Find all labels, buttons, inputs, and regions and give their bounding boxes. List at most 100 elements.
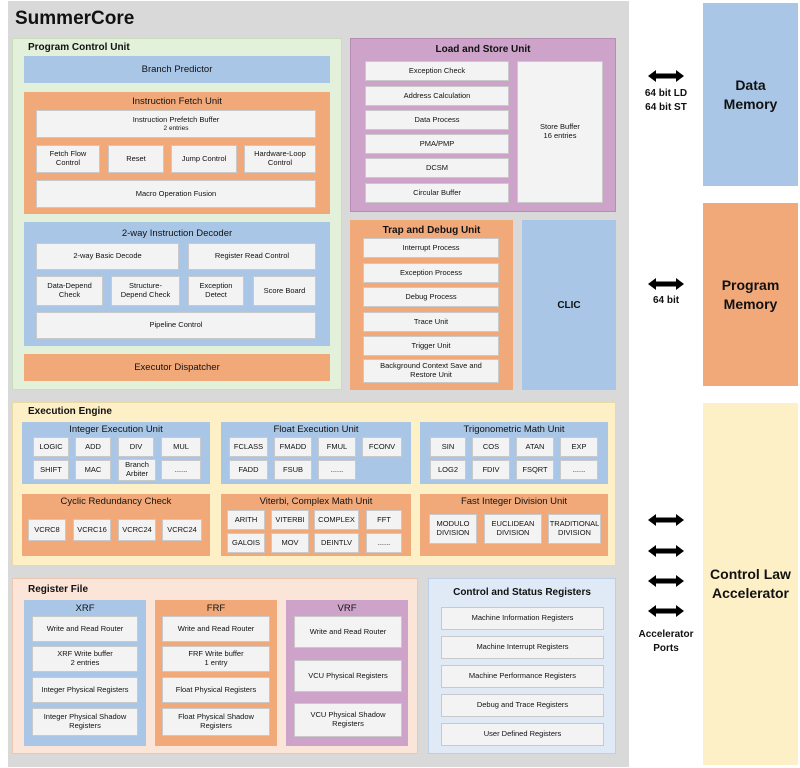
program-memory-l2: Memory <box>723 295 778 312</box>
modulo-l2: DIVISION <box>436 528 470 537</box>
xrf-sh-l2: Registers <box>69 721 101 730</box>
accel-port-arrow-icon <box>648 514 684 526</box>
data-bus-arrow-icon <box>648 70 684 82</box>
vit-complex: COMPLEX <box>314 510 359 530</box>
prefetch-sub: 2 entries <box>163 124 189 132</box>
bg-l1: Background Context Save and <box>380 361 482 371</box>
flt-fadd: FADD <box>229 460 268 480</box>
crc-vcrc16: VCRC16 <box>73 519 111 541</box>
tdu-debug-process: Debug Process <box>363 287 499 307</box>
flt-fconv: FCONV <box>362 437 402 457</box>
vrf-physical: VCU Physical Registers <box>294 660 402 692</box>
score-board: Score Board <box>253 276 316 306</box>
vrf-router: Write and Read Router <box>294 616 402 648</box>
vit-galois: GALOIS <box>227 533 265 553</box>
data-memory: Data Memory <box>703 3 798 186</box>
int-shift: SHIFT <box>33 460 69 480</box>
xrf-router: Write and Read Router <box>32 616 138 642</box>
data-memory-l1: Data <box>735 76 766 93</box>
bg-l2: Restore Unit <box>410 370 452 379</box>
fid-title: Fast Integer Division Unit <box>460 496 568 507</box>
tdu-exception-process: Exception Process <box>363 263 499 283</box>
lsu-dcsm: DCSM <box>365 158 509 178</box>
basic-decode: 2-way Basic Decode <box>36 243 179 270</box>
ba-l2: Arbiter <box>125 469 149 478</box>
int-title: Integer Execution Unit <box>69 424 163 435</box>
crc-vcrc24-b: VCRC24 <box>162 519 202 541</box>
int-div: DIV <box>118 437 154 457</box>
lsu-pma-pmp: PMA/PMP <box>365 134 509 154</box>
int-mul: MUL <box>161 437 201 457</box>
flt-fmul: FMUL <box>318 437 356 457</box>
csr-title: Control and Status Registers <box>453 587 591 598</box>
ports-l1: Accelerator <box>638 629 694 640</box>
tdu-trigger-unit: Trigger Unit <box>363 336 499 356</box>
trig-cos: COS <box>472 437 510 457</box>
datadep-l2: Check <box>58 290 81 299</box>
program-bus-label: 64 bit <box>652 295 680 306</box>
trig-more: ...... <box>560 460 598 480</box>
cla-l1: Control Law <box>710 566 791 583</box>
xrf-physical: Integer Physical Registers <box>32 677 138 703</box>
vrf-title: VRF <box>337 603 357 614</box>
tdu-title: Trap and Debug Unit <box>382 225 481 236</box>
lsu-data-process: Data Process <box>365 110 509 130</box>
frf-router: Write and Read Router <box>162 616 270 642</box>
ifu-title: Instruction Fetch Unit <box>132 96 222 107</box>
crc-vcrc8: VCRC8 <box>28 519 66 541</box>
flt-fsub: FSUB <box>274 460 312 480</box>
int-add: ADD <box>75 437 111 457</box>
accel-port-arrow-icon <box>648 575 684 587</box>
exc-l2: Detect <box>205 290 227 299</box>
traditional-l2: DIVISION <box>558 528 591 537</box>
pcu-title: Program Control Unit <box>28 42 130 53</box>
vit-viterbi: VITERBI <box>271 510 309 530</box>
euclidean-l1: EUCLIDEAN <box>491 519 535 529</box>
csr-machine-performance: Machine Performance Registers <box>441 665 604 688</box>
flt-title: Float Execution Unit <box>273 424 359 435</box>
frf-sh-l1: Float Physical Shadow <box>178 712 254 722</box>
accelerator-ports-label: Accelerator Ports <box>633 628 699 655</box>
hwloop-l2: Control <box>267 158 293 167</box>
hwloop-l1: Hardware-Loop <box>254 149 306 159</box>
lsu-title: Load and Store Unit <box>435 44 531 55</box>
data-bus-l1: 64 bit LD <box>644 88 688 99</box>
clic-block: CLIC <box>522 220 616 390</box>
xrf-title: XRF <box>75 603 95 614</box>
crc-vcrc24-a: VCRC24 <box>118 519 156 541</box>
data-bus-l2: 64 bit ST <box>645 101 687 113</box>
prefetch-buffer: Instruction Prefetch Buffer 2 entries <box>36 110 316 138</box>
trig-log2: LOG2 <box>430 460 466 480</box>
trig-sin: SIN <box>430 437 466 457</box>
lsu-address-calculation: Address Calculation <box>365 86 509 106</box>
structure-depend-check: Structure-Depend Check <box>111 276 180 306</box>
int-mac: MAC <box>75 460 111 480</box>
struct-l1: Structure- <box>129 281 162 291</box>
control-law-accelerator: Control Law Accelerator <box>703 403 798 765</box>
macro-op-fusion: Macro Operation Fusion <box>36 180 316 208</box>
xrf-wb-l2: 2 entries <box>70 658 100 667</box>
trig-fdiv: FDIV <box>472 460 510 480</box>
data-memory-l2: Memory <box>723 95 778 112</box>
store-buffer-l1: Store Buffer <box>540 122 580 132</box>
store-buffer-l2: 16 entries <box>543 131 577 140</box>
frf-wb-l1: FRF Write buffer <box>188 649 244 659</box>
vit-more: ...... <box>366 533 402 553</box>
datadep-l1: Data-Depend <box>47 281 92 291</box>
vit-arith: ARITH <box>227 510 265 530</box>
branch-predictor: Branch Predictor <box>24 56 330 83</box>
euclidean-l2: DIVISION <box>496 528 530 537</box>
struct-l2: Depend Check <box>120 290 171 299</box>
register-read-control: Register Read Control <box>188 243 316 270</box>
